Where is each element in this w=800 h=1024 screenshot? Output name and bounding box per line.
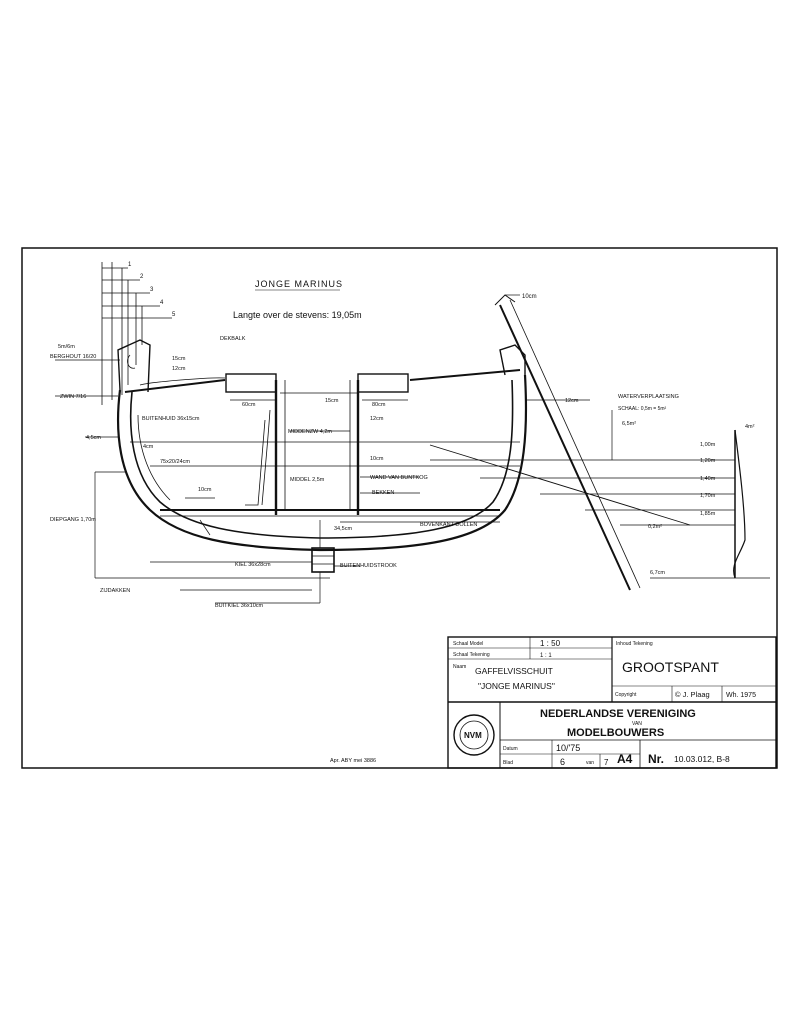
label-wand: WAND VAN BUNTKOG	[370, 475, 428, 481]
model-name-line1: GAFFELVISSCHUIT	[475, 666, 553, 676]
label-middel: MIDDEL 2,5m	[290, 477, 325, 483]
nr-value: 10.03.012, B-8	[674, 754, 730, 764]
nr-label: Nr.	[648, 752, 664, 766]
label-1-00: 1,00m	[700, 442, 716, 448]
label-berghout: BERGHOUT 16/20	[50, 354, 96, 360]
org-line2: VAN	[632, 721, 642, 727]
label-middenzw: MIDDENZW 4,2m	[288, 429, 332, 435]
blad-value: 6	[560, 757, 565, 767]
displacement-diagram	[429, 410, 770, 579]
scale-mark-4: 4	[160, 300, 164, 306]
scale-mark-2: 2	[140, 274, 144, 280]
label-1-70: 1,70m	[700, 493, 716, 499]
label-4cm: 4cm	[143, 444, 154, 450]
scale-mark-1: 1	[128, 262, 132, 268]
label-1-20: 1,20m	[700, 458, 716, 464]
label-34cm: 34,5cm	[334, 526, 352, 532]
label-10cm-top: 10cm	[522, 294, 537, 300]
label-waterverplaatsing: WATERVERPLAATSING	[618, 394, 679, 400]
logo-text: NVM	[464, 731, 482, 740]
label-bovenkant: BOVENKANT DOLLEN	[420, 522, 477, 528]
van-value: 7	[604, 758, 609, 767]
copyright-label: Copyright	[615, 692, 637, 698]
author: © J. Plaag	[675, 690, 710, 699]
drawing-scale-value: 1 : 1	[540, 653, 552, 659]
label-12cm-right: 12cm	[565, 398, 579, 404]
mast	[494, 294, 641, 591]
left-dimension-ladder	[101, 262, 172, 405]
label-15cm-mid: 15cm	[325, 398, 339, 404]
title-block	[447, 636, 777, 769]
org-line3: MODELBOUWERS	[567, 727, 664, 739]
label-buitenhuidstrook: BUITENHUIDSTROOK	[340, 563, 397, 569]
drawing-scale-label: Schaal Tekening	[453, 652, 490, 658]
label-80cm: 80cm	[372, 402, 386, 408]
label-6-7: 6,7cm	[650, 570, 665, 576]
label-12cm: 12cm	[172, 366, 186, 372]
drawing-border	[21, 247, 778, 769]
sheet-content-label: Inhoud Tekening	[616, 641, 653, 647]
label-75cm: 75x20/24cm	[160, 459, 190, 465]
drawing-annotations: 10cm 5m/6m BERGHOUT 16/20 DEKBALK 15cm 1…	[50, 294, 755, 764]
label-0-2m: 0,2m²	[648, 524, 662, 530]
label-zijdakken: ZIJDAKKEN	[100, 588, 130, 594]
label-kiel: KIEL 36x28cm	[235, 562, 271, 568]
label-buitkiel: BUITKIEL 36x10cm	[215, 603, 264, 609]
label-reference: Apr. ABY mei 3886	[330, 758, 376, 764]
label-dekbalk: DEKBALK	[220, 336, 246, 342]
label-buitenhuid: BUITENHUID 36x15cm	[142, 416, 200, 422]
label-4m: 4m²	[745, 424, 755, 430]
label-1-85: 1,85m	[700, 511, 716, 517]
format: A4	[617, 752, 633, 766]
scale-mark-3: 3	[150, 287, 154, 293]
label-bekken: BEKKEN	[372, 490, 394, 496]
label-diepgang: DIEPGANG 1,70m	[50, 517, 96, 523]
year: Wh. 1975	[726, 692, 756, 699]
label-m2: 6,5m²	[622, 421, 636, 427]
label-4-5cm: 4,5cm	[86, 435, 101, 441]
date-value: 10/'75	[556, 743, 580, 753]
drawing-subtitle: Langte over de stevens: 19,05m	[233, 310, 362, 320]
model-name-label: Naam	[453, 664, 466, 670]
label-10cm-inner: 10cm	[198, 487, 212, 493]
blad-label: Blad	[503, 760, 513, 766]
label-60cm: 60cm	[242, 402, 256, 408]
scale-model-value: 1 : 50	[540, 639, 561, 648]
date-label: Datum	[503, 746, 518, 752]
model-name-line2: "JONGE MARINUS"	[478, 681, 555, 691]
scale-model-label: Schaal Model	[453, 641, 483, 647]
scale-mark-5: 5	[172, 312, 176, 318]
dimension-lines	[55, 294, 590, 604]
nvm-logo	[453, 714, 495, 756]
label-1-40: 1,40m	[700, 476, 716, 482]
label-15cm: 15cm	[172, 356, 186, 362]
label-10cm-mid: 10cm	[370, 456, 384, 462]
drawing-title: JONGE MARINUS	[255, 279, 343, 289]
label-12cm-mid: 12cm	[370, 416, 384, 422]
label-zwin: ZWIN 7/16	[60, 394, 86, 400]
sheet-title: GROOTSPANT	[622, 659, 719, 675]
label-schaal: SCHAAL: 0,5m = 5m²	[618, 406, 667, 412]
van-label: van	[586, 760, 594, 766]
org-line1: NEDERLANDSE VERENIGING	[540, 708, 696, 720]
label-5m: 5m/6m	[58, 344, 75, 350]
